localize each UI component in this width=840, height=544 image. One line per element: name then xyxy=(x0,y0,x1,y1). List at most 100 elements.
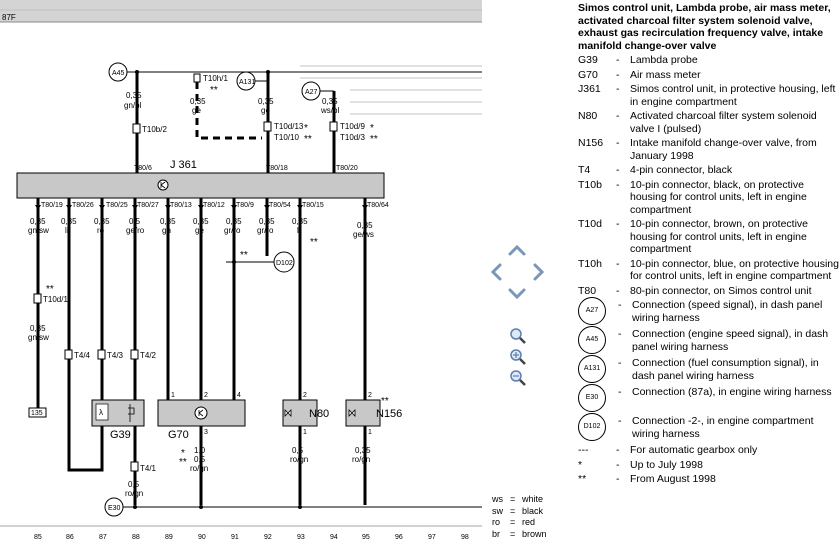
connection-d102-label: D102 xyxy=(276,260,293,267)
connection-e30-label: E30 xyxy=(108,505,121,512)
svg-text:li: li xyxy=(297,226,301,235)
svg-text:94: 94 xyxy=(330,534,338,541)
svg-text:0,5: 0,5 xyxy=(128,480,140,489)
svg-text:ge/ws: ge/ws xyxy=(353,230,374,239)
svg-text:T80/9: T80/9 xyxy=(236,202,254,209)
color-code-row: gn=green xyxy=(492,540,572,542)
svg-text:0,35: 0,35 xyxy=(30,324,46,333)
svg-text:0,35: 0,35 xyxy=(193,217,209,226)
zoom-fit-icon[interactable] xyxy=(510,328,526,344)
svg-text:**: ** xyxy=(179,457,187,468)
svg-text:93: 93 xyxy=(297,534,305,541)
legend-entry: T10h-10-pin connector, blue, on protecti… xyxy=(578,257,839,283)
svg-text:90: 90 xyxy=(198,534,206,541)
svg-text:*: * xyxy=(304,123,308,134)
control-unit-j361 xyxy=(16,172,385,199)
arrow-up-icon[interactable] xyxy=(508,244,526,256)
svg-text:92: 92 xyxy=(264,534,272,541)
connector-t10d-13 xyxy=(263,121,272,132)
svg-text:T10b/2: T10b/2 xyxy=(142,125,167,134)
legend-entry: N80-Activated charcoal filter system sol… xyxy=(578,110,817,135)
svg-text:88: 88 xyxy=(132,534,140,541)
legend-circle-entry: A27-Connection (speed signal), in dash p… xyxy=(578,297,840,327)
arrow-right-icon[interactable] xyxy=(533,263,545,281)
color-code-row: ws=white xyxy=(492,494,544,504)
legend-entry: G70-Air mass meter xyxy=(578,68,701,81)
legend-circle-entry: E30-Connection (87a), in engine wiring h… xyxy=(578,384,840,414)
svg-text:0,35: 0,35 xyxy=(322,97,338,106)
arrow-left-icon[interactable] xyxy=(490,263,502,281)
legend-circle-entry: A131-Connection (fuel consumption signal… xyxy=(578,355,840,385)
svg-text:gn/sw: gn/sw xyxy=(28,333,49,342)
zoom-out-icon[interactable] xyxy=(510,370,526,386)
svg-text:ro/gn: ro/gn xyxy=(190,464,208,473)
svg-text:4: 4 xyxy=(237,392,241,399)
legend-entry: G39-Lambda probe xyxy=(578,54,698,66)
svg-text:86: 86 xyxy=(66,534,74,541)
connection-a131-label: A131 xyxy=(239,79,255,86)
svg-text:N80: N80 xyxy=(309,408,329,420)
zoom-in-icon[interactable] xyxy=(510,349,526,365)
svg-text:0,35: 0,35 xyxy=(226,217,242,226)
svg-text:135: 135 xyxy=(31,410,43,417)
svg-text:ge: ge xyxy=(195,226,204,235)
legend-entry: T4-4-pin connector, black xyxy=(578,164,733,176)
svg-text:G39: G39 xyxy=(110,429,131,441)
svg-text:2: 2 xyxy=(368,392,372,399)
svg-text:0,35: 0,35 xyxy=(355,446,371,455)
svg-text:**: ** xyxy=(240,250,248,261)
legend-entry: N156-Intake manifold change-over valve, … xyxy=(578,137,817,162)
svg-text:89: 89 xyxy=(165,534,173,541)
svg-text:T80/18: T80/18 xyxy=(266,165,288,172)
pan-controls xyxy=(488,238,548,302)
svg-text:ge: ge xyxy=(261,106,270,115)
svg-text:95: 95 xyxy=(362,534,370,541)
svg-text:ro/gn: ro/gn xyxy=(290,455,308,464)
svg-text:T4/2: T4/2 xyxy=(140,351,157,360)
legend-note: *-Up to July 1998 xyxy=(578,458,703,471)
color-code-row: ro=red xyxy=(492,517,536,527)
legend-title: Simos control unit, Lambda probe, air ma… xyxy=(578,2,831,52)
svg-text:gn/bl: gn/bl xyxy=(124,101,142,110)
svg-text:T80/19: T80/19 xyxy=(41,202,63,209)
svg-text:ws/bl: ws/bl xyxy=(320,106,339,115)
legend-circle-entry: D102-Connection -2-, in engine compartme… xyxy=(578,413,840,443)
svg-text:ro/gn: ro/gn xyxy=(125,489,143,498)
legend-note: **-From August 1998 xyxy=(578,473,716,485)
legend-panel: Simos control unit, Lambda probe, air ma… xyxy=(578,2,840,488)
svg-text:0,35: 0,35 xyxy=(126,91,142,100)
legend-entry: T10d-10-pin connector, brown, on protect… xyxy=(578,218,809,255)
connector-t10b xyxy=(132,123,141,134)
svg-text:T80/15: T80/15 xyxy=(302,202,324,209)
svg-text:gr/ro: gr/ro xyxy=(224,226,241,235)
svg-text:T10h/1: T10h/1 xyxy=(203,74,228,83)
arrow-down-icon[interactable] xyxy=(508,288,526,300)
svg-text:gr/ro: gr/ro xyxy=(257,226,274,235)
column-ruler: 85 86 87 88 89 90 91 92 93 94 95 96 97 9… xyxy=(34,534,469,541)
color-code-key: ws=white sw=black ro=red br=brown gn=gre… xyxy=(492,494,572,542)
svg-text:97: 97 xyxy=(428,534,436,541)
svg-text:T80/25: T80/25 xyxy=(106,202,128,209)
legend-entry: J361-Simos control unit, in protective h… xyxy=(578,83,836,108)
svg-text:T10/10: T10/10 xyxy=(274,133,299,142)
connection-a45-label: A45 xyxy=(112,70,125,77)
svg-text:0,35: 0,35 xyxy=(30,217,46,226)
svg-text:1,0: 1,0 xyxy=(194,446,206,455)
svg-text:T4/4: T4/4 xyxy=(74,351,91,360)
svg-text:1: 1 xyxy=(368,429,372,436)
svg-text:**: ** xyxy=(304,134,312,145)
svg-text:0,35: 0,35 xyxy=(61,217,77,226)
svg-text:**: ** xyxy=(210,85,218,96)
svg-text:1: 1 xyxy=(171,392,175,399)
header-bar xyxy=(0,0,482,22)
svg-text:T80/12: T80/12 xyxy=(203,202,225,209)
svg-text:0,35: 0,35 xyxy=(357,221,373,230)
svg-text:λ: λ xyxy=(99,408,103,417)
connector-t10d-1 xyxy=(33,293,42,304)
connector-t4-1 xyxy=(130,461,139,472)
svg-text:**: ** xyxy=(310,237,318,248)
svg-text:**: ** xyxy=(370,134,378,145)
component-n156 xyxy=(345,399,381,427)
connection-d102-circle xyxy=(273,251,295,273)
connector-t4-3 xyxy=(97,349,106,360)
